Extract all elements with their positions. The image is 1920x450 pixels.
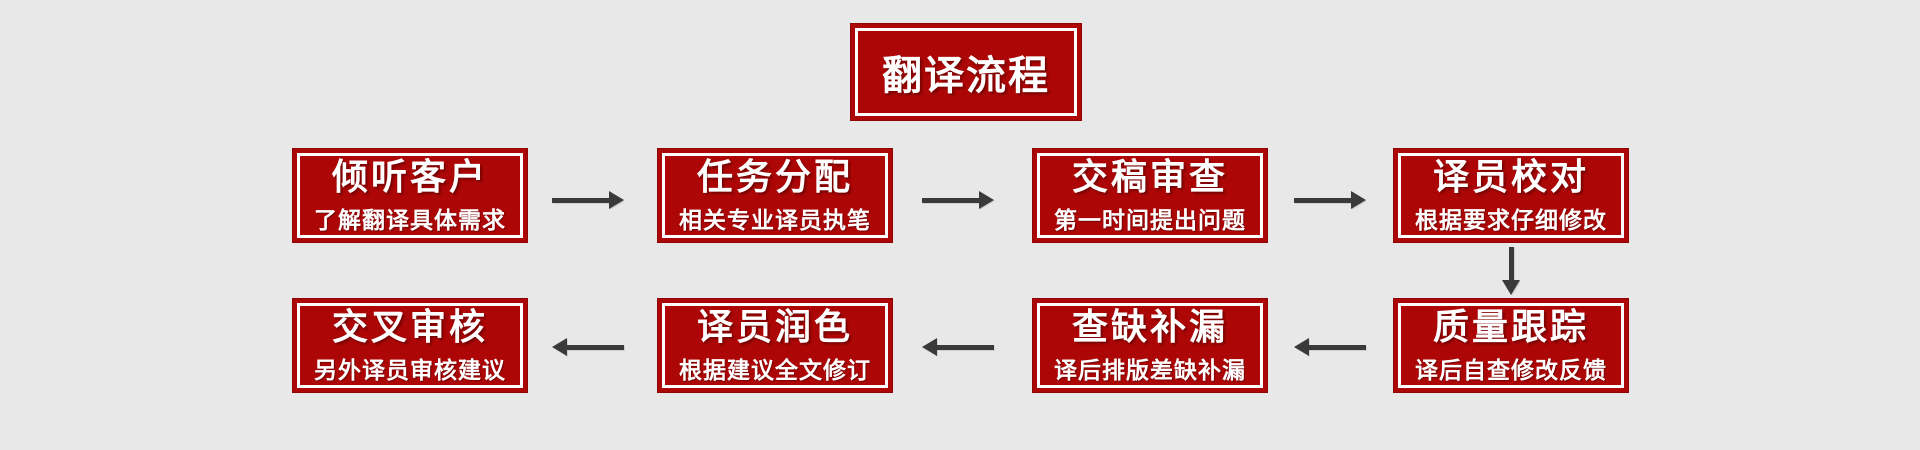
step-title: 任务分配 bbox=[696, 155, 853, 197]
arrow-right-icon-1 bbox=[552, 190, 624, 210]
flow-step-translator-proofreading: 译员校对 根据要求仔细修改 bbox=[1393, 148, 1629, 243]
arrow-head bbox=[922, 338, 937, 356]
arrow-shaft bbox=[936, 345, 994, 350]
step-subtitle: 译后排版差缺补漏 bbox=[1054, 357, 1246, 384]
step-subtitle: 译后自查修改反馈 bbox=[1415, 357, 1607, 384]
arrow-shaft bbox=[566, 345, 624, 350]
step-title: 交稿审查 bbox=[1071, 155, 1228, 197]
flow-title-box: 翻译流程 bbox=[850, 23, 1082, 121]
arrow-down-icon bbox=[1501, 247, 1521, 295]
step-title: 倾听客户 bbox=[331, 155, 488, 197]
arrow-left-icon-1 bbox=[1294, 337, 1366, 357]
flow-step-draft-review: 交稿审查 第一时间提出问题 bbox=[1032, 148, 1268, 243]
step-title: 译员校对 bbox=[1432, 155, 1589, 197]
flow-step-quality-tracking: 质量跟踪 译后自查修改反馈 bbox=[1393, 298, 1629, 393]
step-subtitle: 了解翻译具体需求 bbox=[314, 207, 506, 234]
step-subtitle: 相关专业译员执笔 bbox=[679, 207, 871, 234]
step-title: 交叉审核 bbox=[331, 305, 488, 347]
flow-step-listen-customer: 倾听客户 了解翻译具体需求 bbox=[292, 148, 528, 243]
arrow-shaft bbox=[1294, 198, 1352, 203]
step-subtitle: 第一时间提出问题 bbox=[1054, 207, 1246, 234]
flow-title: 翻译流程 bbox=[882, 54, 1050, 98]
arrow-shaft bbox=[1308, 345, 1366, 350]
step-title: 译员润色 bbox=[696, 305, 853, 347]
flow-step-translator-polishing: 译员润色 根据建议全文修订 bbox=[657, 298, 893, 393]
arrow-right-icon-2 bbox=[922, 190, 994, 210]
arrow-head bbox=[1351, 191, 1366, 209]
arrow-head bbox=[552, 338, 567, 356]
step-title: 查缺补漏 bbox=[1071, 305, 1228, 347]
arrow-left-icon-3 bbox=[552, 337, 624, 357]
arrow-head bbox=[609, 191, 624, 209]
arrow-left-icon-2 bbox=[922, 337, 994, 357]
arrow-head bbox=[1502, 280, 1520, 295]
arrow-right-icon-3 bbox=[1294, 190, 1366, 210]
step-subtitle: 根据建议全文修订 bbox=[679, 357, 871, 384]
flow-step-cross-review: 交叉审核 另外译员审核建议 bbox=[292, 298, 528, 393]
arrow-shaft bbox=[922, 198, 980, 203]
step-subtitle: 另外译员审核建议 bbox=[314, 357, 506, 384]
arrow-shaft bbox=[552, 198, 610, 203]
step-subtitle: 根据要求仔细修改 bbox=[1415, 207, 1607, 234]
step-title: 质量跟踪 bbox=[1432, 305, 1589, 347]
arrow-head bbox=[1294, 338, 1309, 356]
arrow-head bbox=[979, 191, 994, 209]
arrow-shaft bbox=[1509, 247, 1514, 281]
flow-step-gap-check: 查缺补漏 译后排版差缺补漏 bbox=[1032, 298, 1268, 393]
flow-step-task-assignment: 任务分配 相关专业译员执笔 bbox=[657, 148, 893, 243]
